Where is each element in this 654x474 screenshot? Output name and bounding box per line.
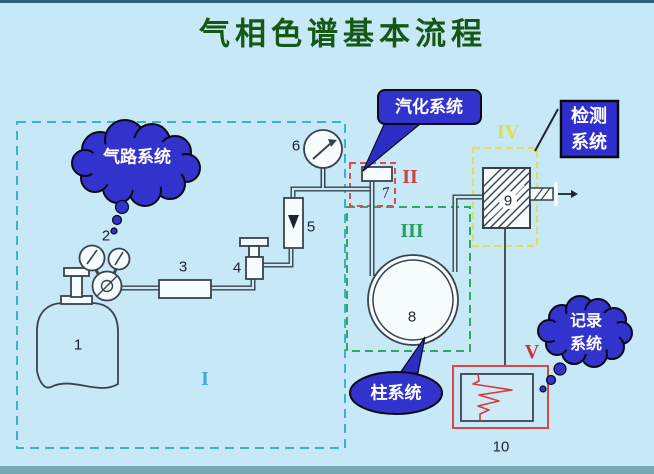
label-10-recorder: 10 — [492, 438, 510, 456]
recording-callout-label: 记录 系统 — [569, 312, 603, 353]
recording-cloud — [537, 295, 633, 393]
top-border — [0, 0, 654, 3]
label-6-gauge: 6 — [291, 137, 301, 155]
label-5-flow-meter: 5 — [306, 218, 316, 236]
vaporization-callout — [362, 89, 482, 172]
numeral-V: V — [524, 341, 540, 363]
gas-path-cloud — [71, 119, 201, 235]
chromatogram-trace — [472, 373, 513, 421]
detector — [482, 167, 531, 229]
detection-callout-label: 检测 系统 — [571, 105, 607, 152]
region-III-dashed-box — [346, 206, 471, 352]
pressure-gauge — [303, 129, 343, 169]
numeral-III: III — [400, 220, 424, 242]
numeral-IV: IV — [496, 121, 520, 143]
label-2-regulator: 2 — [101, 227, 111, 245]
numeral-I: I — [201, 368, 209, 390]
flow-meter — [283, 197, 304, 249]
gas-path-callout-label: 气路系统 — [103, 147, 171, 167]
label-3-purifier: 3 — [178, 258, 188, 276]
vaporization-callout-label: 汽化系统 — [395, 97, 463, 117]
injection-port — [361, 166, 393, 182]
column-callout-label: 柱系统 — [370, 383, 422, 403]
label-7-injector: 7 — [380, 184, 391, 203]
detection-callout — [534, 99, 620, 159]
carrier-gas-pipes — [121, 168, 483, 291]
recorder — [452, 365, 549, 429]
label-4-valve: 4 — [232, 259, 242, 277]
gas-cylinder — [36, 267, 119, 389]
region-V-box — [452, 365, 549, 429]
column-callout — [349, 336, 443, 415]
region-I-dashed-box — [16, 121, 346, 449]
label-8-column: 8 — [407, 308, 417, 326]
bottom-border — [0, 466, 654, 474]
purifier — [158, 279, 212, 299]
page-title: 气相色谱基本流程 — [199, 16, 487, 52]
pressure-regulator — [78, 244, 131, 302]
outlet-arrow — [529, 182, 578, 206]
needle-valve — [239, 237, 269, 280]
numeral-II: II — [402, 166, 418, 188]
label-9-detector: 9 — [503, 192, 513, 210]
label-1-gas-cylinder: 1 — [73, 336, 83, 354]
chromatography-column — [367, 254, 459, 346]
